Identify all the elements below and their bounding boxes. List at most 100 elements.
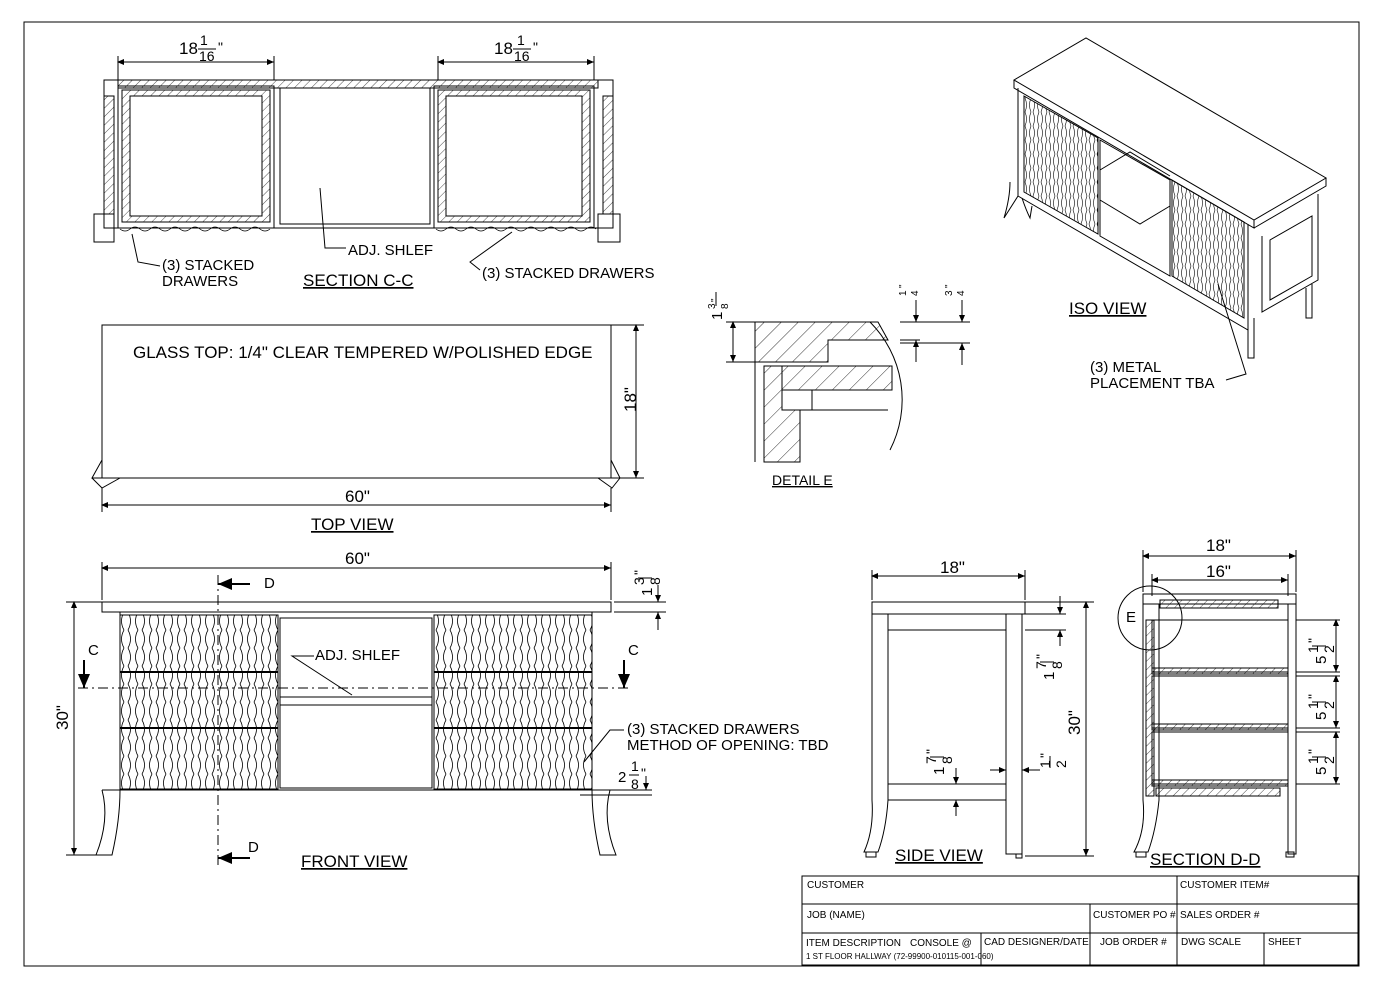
section-dd-s1-whole: 5 [1313,656,1330,664]
top-view-glass-note: GLASS TOP: 1/4" CLEAR TEMPERED W/POLISHE… [133,343,593,362]
detail-e-dim3-inch: " [944,284,955,288]
side-view-a-num: 7 [1033,661,1049,669]
top-view [91,324,644,512]
section-dd-s2-inch: " [1305,694,1321,699]
iso-view-title: ISO VIEW [1069,299,1146,318]
section-cc-drawers-left-line1: (3) STACKED [162,257,254,274]
section-cc-view [93,56,621,271]
section-cc-dim-right: 18 [494,39,513,58]
section-dd-s3-num: 1 [1305,756,1321,764]
detail-e-dim3-den: 4 [956,290,967,296]
front-view-adj-shelf-label: ADJ. SHLEF [315,647,400,664]
title-block-customer-item: CUSTOMER ITEM# [1180,880,1270,891]
front-view-title: FRONT VIEW [301,852,407,871]
section-cc-drawers-left-line2: DRAWERS [162,273,238,290]
section-cc-frac-num-left: 1 [200,32,208,48]
section-dd-s3-den: 2 [1321,756,1337,764]
detail-e-dim2-den: 4 [910,290,921,296]
section-cc-title: SECTION C-C [303,271,414,290]
title-block-location: 1 ST FLOOR HALLWAY (72-99900-010115-001-… [806,952,994,961]
top-view-depth-dim: 18" [621,387,640,412]
side-view-b-num: 7 [923,756,939,764]
sheet-border [23,21,1360,967]
side-view-title: SIDE VIEW [895,846,983,865]
iso-view-metal-line2: PLACEMENT TBA [1090,375,1214,392]
title-block-customer-po: CUSTOMER PO # [1093,910,1176,921]
side-view-c-inch: " [1037,753,1053,758]
front-view [66,562,666,868]
section-dd-s1-num: 1 [1305,645,1321,653]
side-view-width-dim: 18" [940,558,965,577]
section-dd-s3-inch: " [1305,749,1321,754]
section-cc-inch-right: " [533,39,538,55]
section-dd-title: SECTION D-D [1150,850,1261,869]
top-view-title: TOP VIEW [311,515,394,534]
side-view-c-num: 1 [1037,760,1053,768]
front-view-drawers-line1: (3) STACKED DRAWERS [627,721,800,738]
section-cc-frac-den-left: 16 [199,48,215,64]
section-dd-s2-whole: 5 [1313,712,1330,720]
detail-e-dim2-inch: " [898,284,909,288]
section-dd-mark-e: E [1126,609,1136,626]
front-view-bottom-den: 8 [631,776,639,792]
detail-e-view [726,300,970,463]
section-dd-inner-dim: 16" [1206,562,1231,581]
side-view-b-inch: " [923,749,939,754]
section-dd-view [1117,550,1340,858]
side-view-a-inch: " [1033,654,1049,659]
iso-view [1003,37,1327,381]
front-view-mark-d-bottom: D [248,839,259,856]
side-view-b-whole: 1 [931,767,948,775]
side-view-a-whole: 1 [1041,672,1058,680]
section-cc-adj-shelf-label: ADJ. SHLEF [348,242,433,259]
title-block [801,875,1359,966]
front-view-bottom-num: 1 [631,758,639,774]
section-dd-s3-whole: 5 [1313,767,1330,775]
detail-e-dim2-num: 1 [898,290,909,296]
section-cc-frac-den-right: 16 [514,48,530,64]
side-view-a-den: 8 [1049,661,1065,669]
side-view-b-den: 8 [939,756,955,764]
front-view-width-dim: 60" [345,549,370,568]
title-block-sheet: SHEET [1268,937,1301,948]
detail-e-dim3-num: 3 [944,290,955,296]
detail-e-dim1-den: 8 [720,303,731,309]
title-block-sales-order: SALES ORDER # [1180,910,1260,921]
section-dd-s1-den: 2 [1321,645,1337,653]
title-block-dwg-scale: DWG SCALE [1181,937,1241,948]
front-view-bottom-inch: " [641,765,646,781]
title-block-item-description: ITEM DESCRIPTION [806,938,901,949]
title-block-cad-designer: CAD DESIGNER/DATE [984,937,1089,948]
side-view-c-den: 2 [1053,760,1069,768]
detail-e-title: DETAIL E [772,472,833,488]
front-view-mark-c-right: C [628,642,639,659]
front-view-drawers-line2: METHOD OF OPENING: TBD [627,737,829,754]
front-view-top-den: 8 [647,577,663,585]
front-view-top-inch: " [631,570,647,575]
section-dd-outer-dim: 18" [1206,536,1231,555]
section-cc-inch-left: " [218,39,223,55]
detail-e-dim1-whole: 1 [709,312,726,320]
front-view-mark-d-top: D [264,575,275,592]
section-dd-s2-den: 2 [1321,701,1337,709]
front-view-mark-c-left: C [88,642,99,659]
front-view-top-num: 3 [631,577,647,585]
side-view [863,570,1094,859]
top-view-width-dim: 60" [345,487,370,506]
section-dd-s1-inch: " [1305,638,1321,643]
section-cc-dim-left: 18 [179,39,198,58]
title-block-job-order: JOB ORDER # [1100,937,1167,948]
section-cc-frac-num-right: 1 [517,32,525,48]
front-view-bottom-whole: 2 [618,769,626,786]
side-view-height-dim: 30" [1065,710,1084,735]
title-block-console: CONSOLE @ [910,938,972,949]
front-view-top-whole: 1 [639,588,656,596]
title-block-customer: CUSTOMER [807,880,864,891]
front-view-height-dim: 30" [53,705,72,730]
section-cc-drawers-right: (3) STACKED DRAWERS [482,265,655,282]
section-dd-s2-num: 1 [1305,701,1321,709]
detail-e-dim1-num: 3 [707,303,718,309]
iso-view-metal-line1: (3) METAL [1090,359,1161,376]
title-block-job-name: JOB (NAME) [807,910,865,921]
